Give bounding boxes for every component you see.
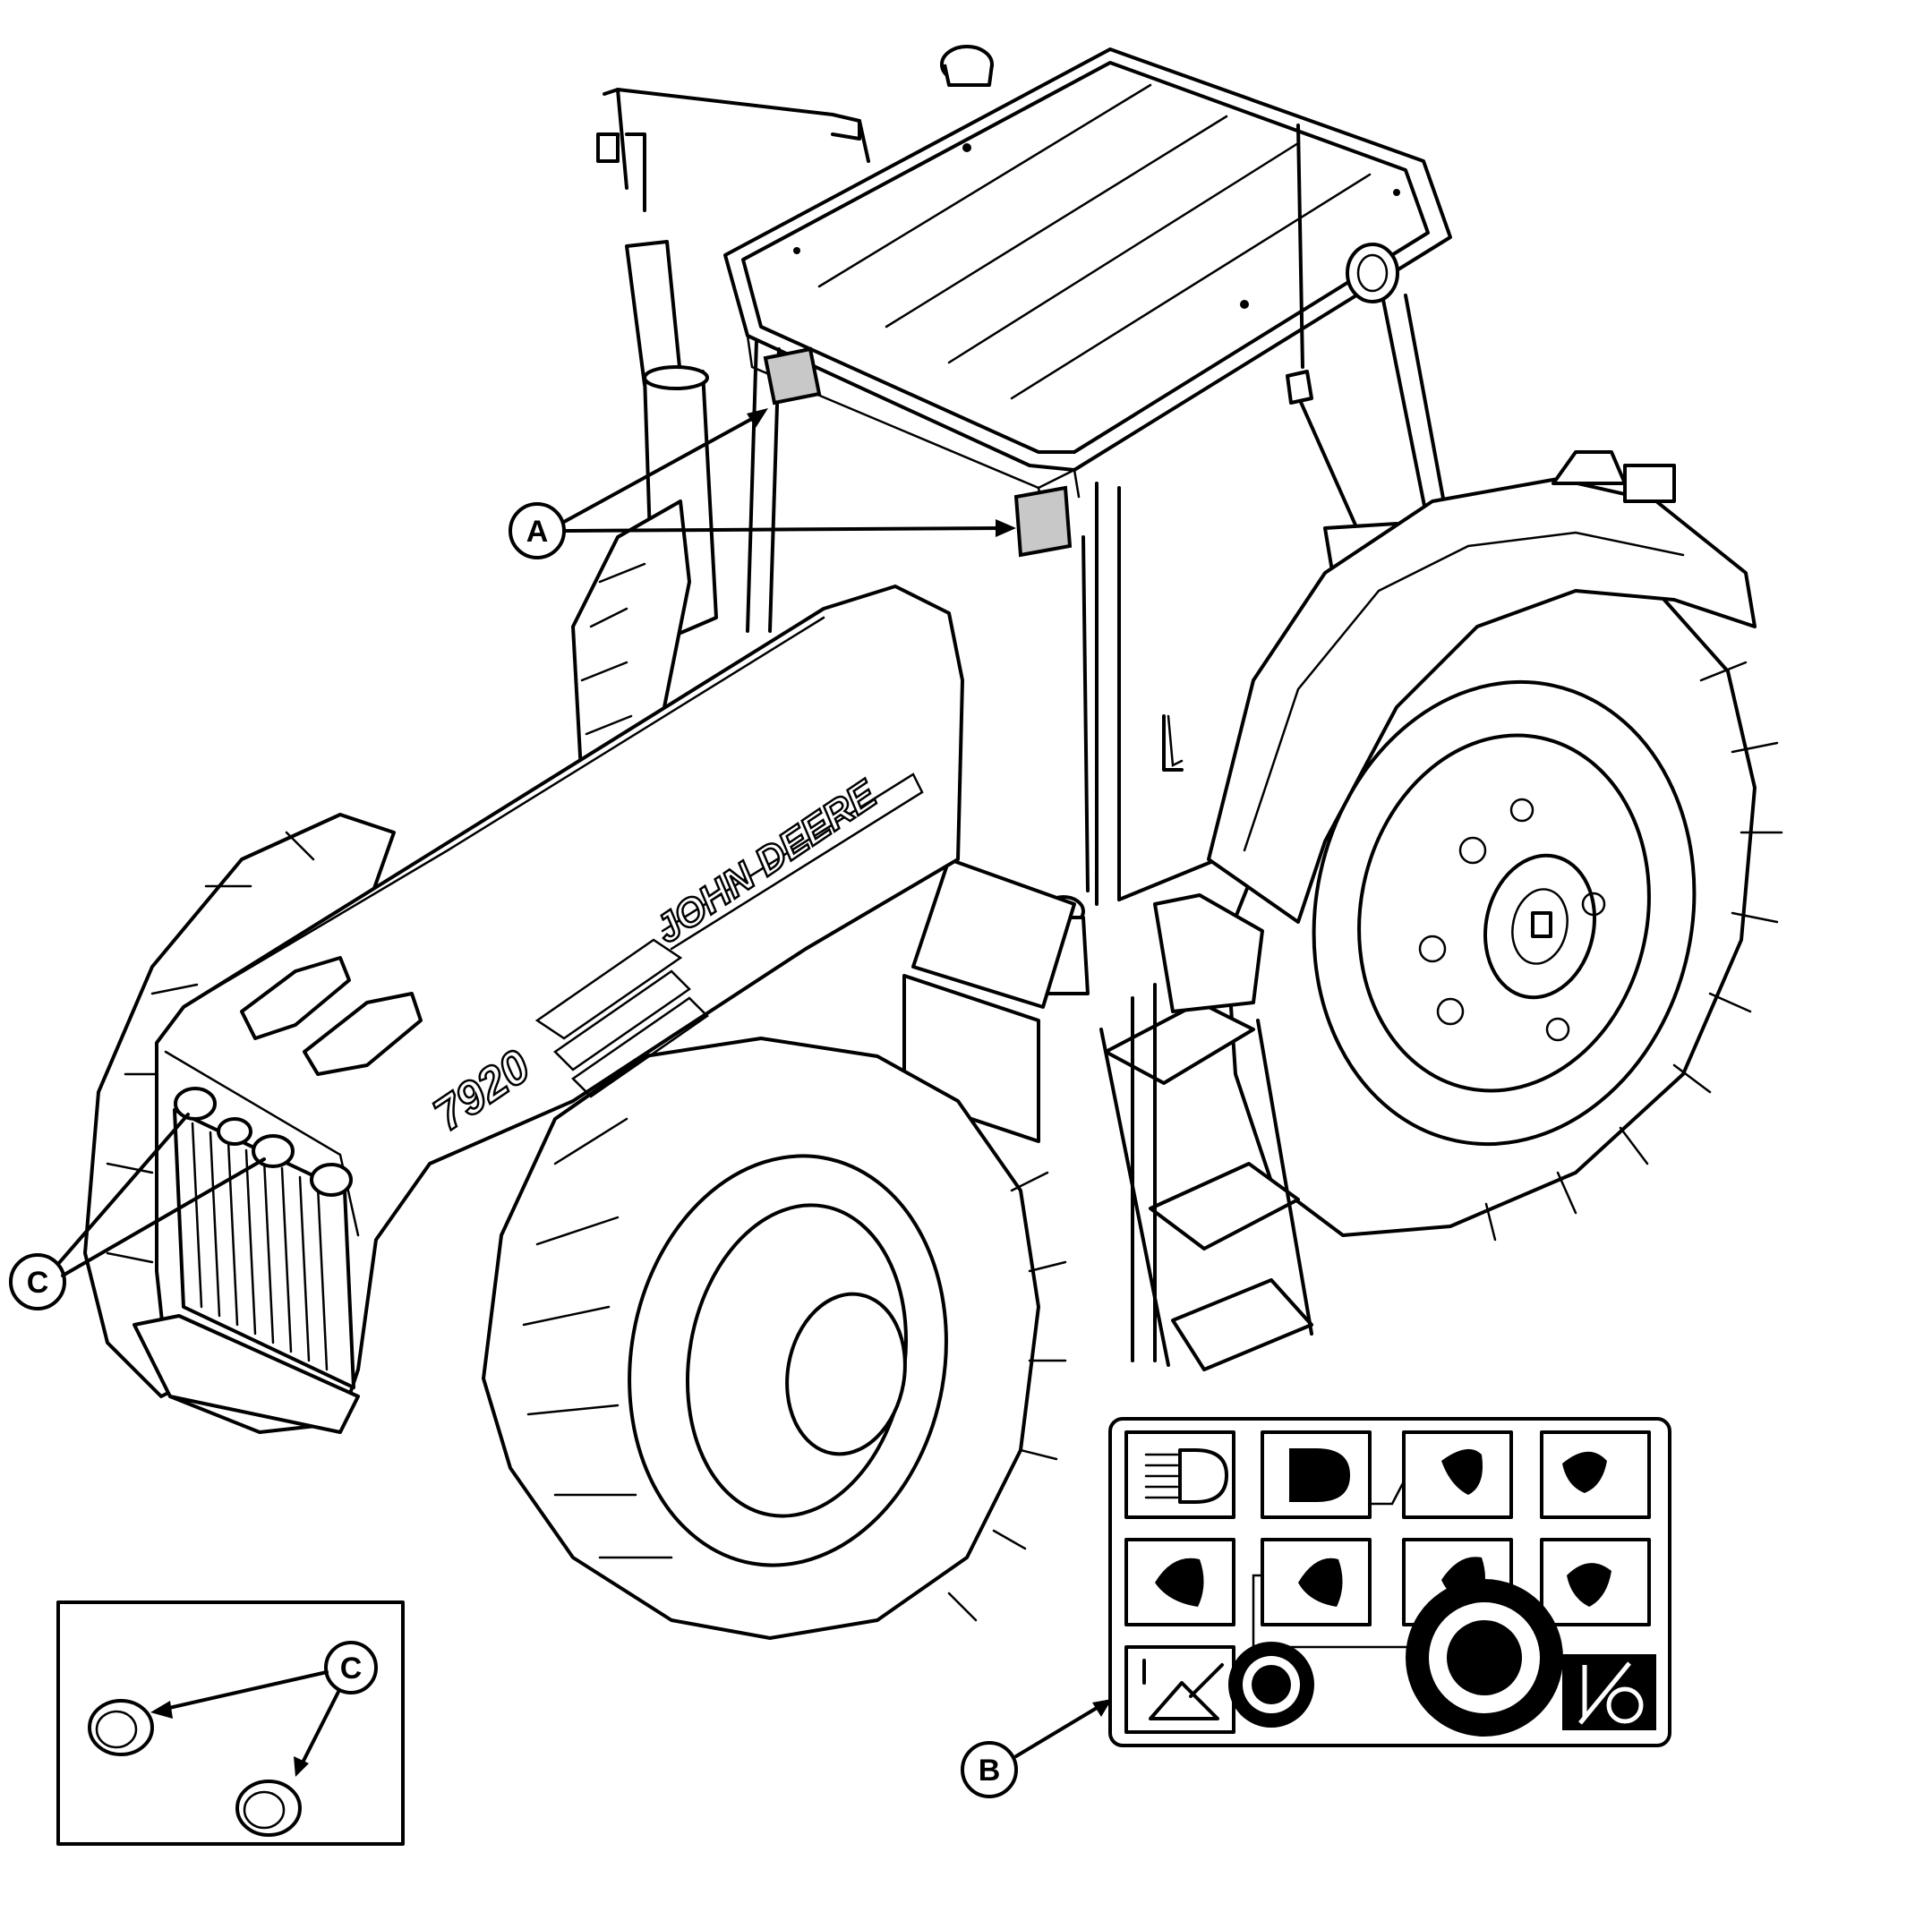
worklight-high-beam-icon[interactable] (1124, 1430, 1235, 1519)
cab-roof-front-worklight-icon[interactable] (1540, 1430, 1651, 1519)
grille-worklight-icon[interactable] (1540, 1538, 1651, 1626)
cab-roof (723, 45, 1452, 516)
callout-b: B (961, 1699, 1112, 1798)
rotary-knob-small-icon[interactable] (1228, 1642, 1314, 1728)
callout-c-label: C (27, 1266, 49, 1300)
front-cab-work-light (1013, 485, 1073, 558)
on-off-switch-icon[interactable] (1562, 1654, 1656, 1730)
front-right-wheel (482, 1037, 1067, 1640)
rotary-knob-large-icon[interactable] (1406, 1579, 1563, 1737)
light-switch-panel (1108, 1417, 1671, 1747)
callout-c: C (9, 1113, 266, 1310)
field-light-icon[interactable] (1124, 1645, 1235, 1734)
rear-right-wheel (1207, 450, 1783, 1242)
cab-roof-rear-worklight-icon[interactable] (1402, 1430, 1513, 1519)
callout-a: A (509, 408, 1016, 559)
hood: JOHN DEERE 7920 (133, 585, 964, 1434)
fender-left-worklight-icon[interactable] (1124, 1538, 1235, 1626)
left-mirror-arm (596, 88, 870, 212)
headlight-icon[interactable] (1261, 1430, 1372, 1519)
fender-right-worklight-icon[interactable] (1261, 1538, 1372, 1626)
callout-a-label: A (526, 515, 549, 549)
inset-callout-c-label: C (340, 1652, 363, 1686)
lamp-inset: C (56, 1600, 405, 1846)
rear-cab-work-light (763, 346, 822, 405)
work-lights (763, 346, 1073, 558)
lamp-bulb-2 (235, 1780, 302, 1837)
lamp-bulb-1 (88, 1699, 154, 1756)
callout-b-label: B (979, 1754, 1001, 1788)
